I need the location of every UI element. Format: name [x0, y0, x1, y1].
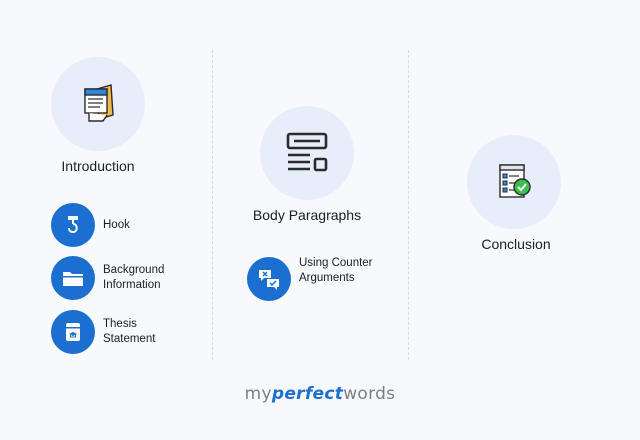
section-title-body-paragraphs: Body Paragraphs — [252, 207, 362, 223]
introduction-icon-circle — [51, 57, 145, 151]
logo-text-perfect: perfect — [271, 384, 344, 404]
body-paragraphs-icon-circle — [260, 106, 354, 200]
conclusion-icon-circle — [467, 135, 561, 229]
column-divider-right — [408, 50, 409, 360]
section-title-introduction: Introduction — [61, 158, 135, 174]
list-item-thesis-statement: Thesis Statement — [51, 310, 155, 354]
brand-logo: myperfectwords — [0, 384, 640, 404]
counter-arguments-chat-icon — [247, 257, 291, 301]
conclusion-checklist-icon — [499, 164, 531, 198]
thesis-book-icon — [51, 310, 95, 354]
paragraph-layout-icon — [286, 132, 328, 172]
logo-text-my: my — [244, 384, 272, 404]
item-label-hook: Hook — [103, 218, 130, 231]
introduction-document-icon — [84, 84, 114, 122]
list-item-background-information: Background Information — [51, 256, 164, 300]
item-label-using-counter-arguments: Using Counter Arguments — [299, 257, 373, 284]
list-item-using-counter-arguments: Using Counter Arguments — [247, 257, 373, 301]
folder-icon — [51, 256, 95, 300]
column-divider-left — [212, 50, 213, 360]
item-label-background-information: Background Information — [103, 264, 165, 291]
logo-text-words: words — [343, 384, 396, 404]
list-item-hook: Hook — [51, 203, 130, 247]
crane-hook-icon — [51, 203, 95, 247]
section-title-conclusion: Conclusion — [481, 236, 551, 252]
item-label-thesis-statement: Thesis Statement — [103, 318, 156, 345]
